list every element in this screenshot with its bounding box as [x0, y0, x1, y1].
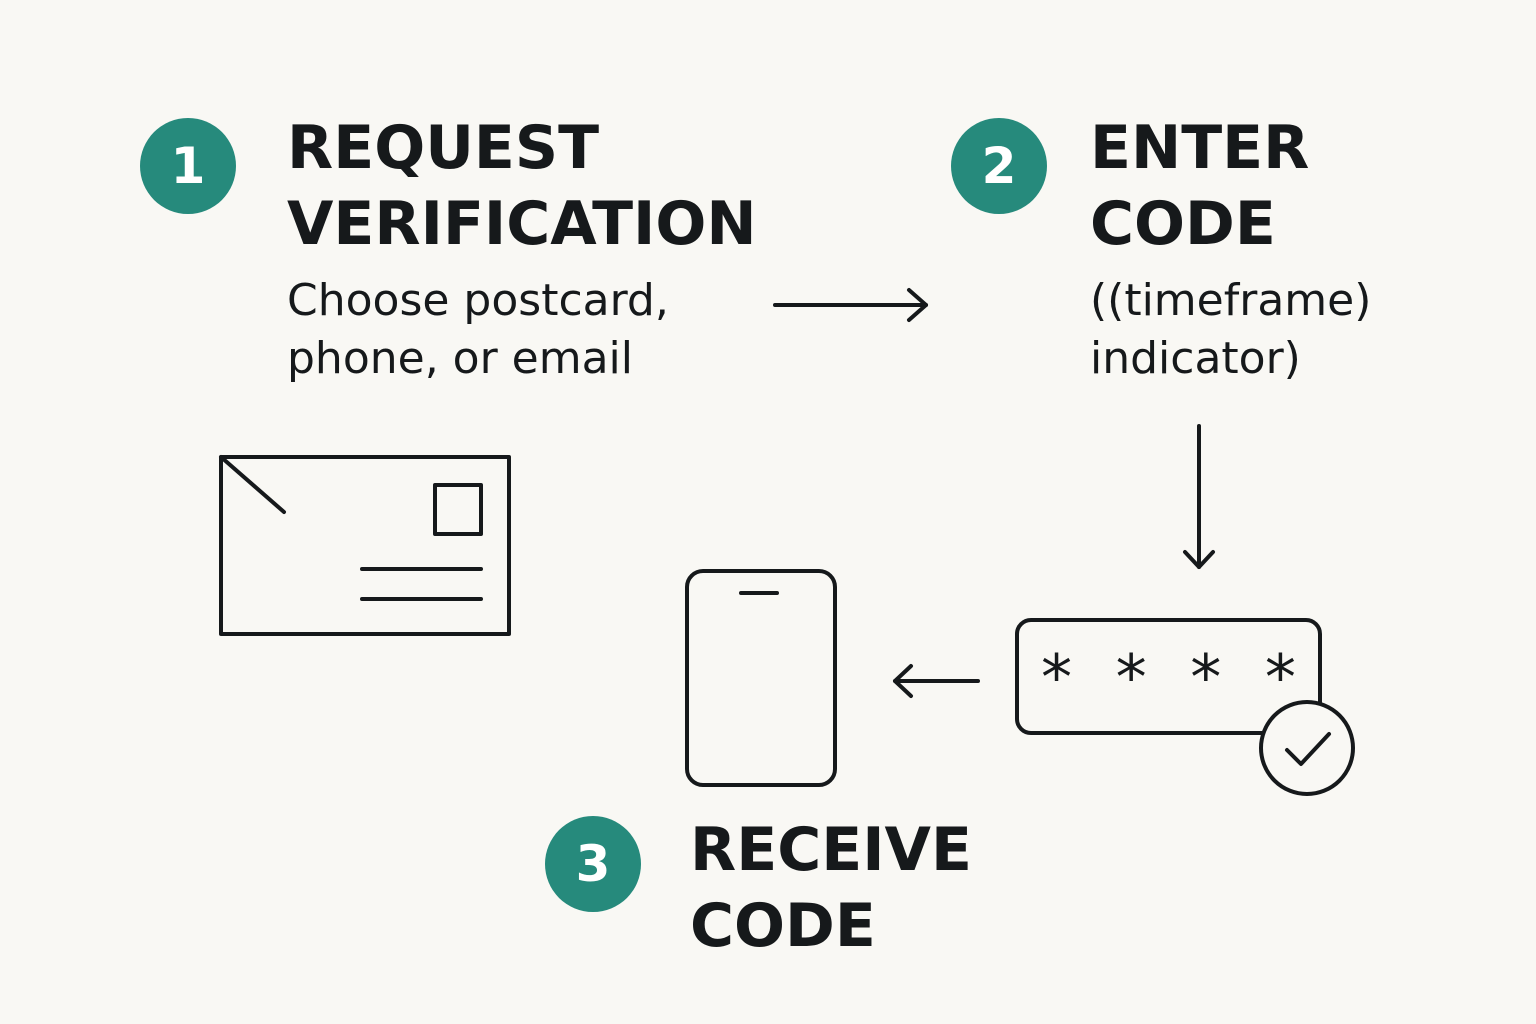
arrow-left-icon — [893, 664, 980, 698]
step-3-title-line-1: RECEIVE — [690, 815, 972, 885]
step-1-title: REQUEST VERIFICATION — [287, 110, 757, 262]
step-1-description-line-2: phone, or email — [287, 333, 634, 384]
step-1-badge: 1 — [140, 118, 236, 214]
phone-icon — [685, 569, 837, 787]
step-3-title-line-2: CODE — [690, 891, 876, 961]
code-masked-value: * * * * — [1037, 641, 1300, 714]
step-2-title-line-2: CODE — [1090, 189, 1276, 259]
postcard-icon — [219, 455, 511, 636]
step-2-description: ((timeframe) indicator) — [1090, 272, 1371, 388]
code-input-icon — [1015, 618, 1322, 735]
check-circle-icon — [1259, 700, 1355, 796]
step-1-description-line-1: Choose postcard, — [287, 275, 669, 326]
step-1-title-line-1: REQUEST — [287, 113, 600, 183]
arrow-down-icon — [1183, 424, 1215, 569]
step-2-title: ENTER CODE — [1090, 110, 1309, 262]
step-1-description: Choose postcard, phone, or email — [287, 272, 669, 388]
step-1-title-line-2: VERIFICATION — [287, 189, 757, 259]
arrow-right-icon — [773, 288, 928, 322]
step-2-description-line-2: indicator) — [1090, 333, 1301, 384]
step-2-description-line-1: ((timeframe) — [1090, 275, 1372, 326]
step-2-badge: 2 — [951, 118, 1047, 214]
step-2-title-line-1: ENTER — [1090, 113, 1310, 183]
step-3-badge: 3 — [545, 816, 641, 912]
step-3-title: RECEIVE CODE — [690, 812, 972, 964]
